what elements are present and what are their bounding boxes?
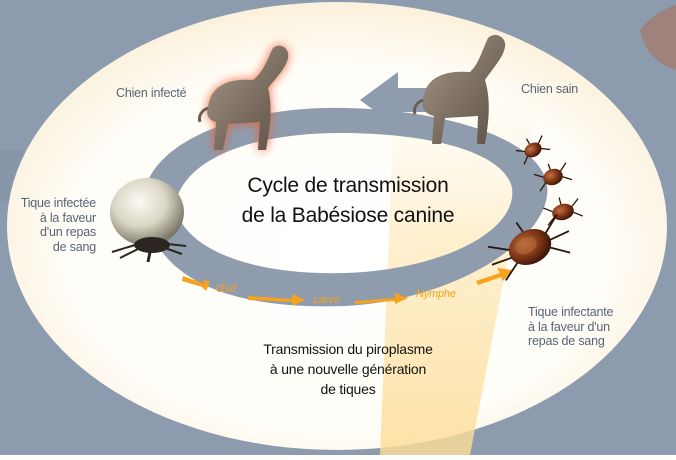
center-title-line: Cycle de transmission — [228, 171, 468, 201]
infecting-tick-line: Tique infectante — [528, 305, 613, 320]
infected-tick-line: de sang — [21, 240, 96, 255]
infecting-tick-line: repas de sang — [528, 334, 613, 349]
infecting-tick-label: Tique infectante à la faveur d'un repas … — [528, 305, 613, 349]
center-title-line: de la Babésiose canine — [228, 201, 468, 231]
infected-dog-label: Chien infecté — [116, 86, 186, 101]
infected-tick-line: Tique infectée — [21, 196, 96, 211]
bottom-text-line: à une nouvelle génération — [238, 359, 458, 379]
bottom-text-line: Transmission du piroplasme — [238, 339, 458, 359]
center-title: Cycle de transmission de la Babésiose ca… — [228, 171, 468, 231]
healthy-dog-label: Chien sain — [521, 82, 578, 97]
stage-label-egg: Œuf — [216, 283, 236, 295]
infected-tick-line: à la faveur — [21, 211, 96, 226]
stage-label-larva: Larve — [313, 294, 340, 306]
stage-label-nymph: Nymphe — [416, 288, 456, 300]
bottom-text-line: de tiques — [238, 379, 458, 399]
infecting-tick-line: à la faveur d'un — [528, 320, 613, 335]
infected-tick-line: d'un repas — [21, 225, 96, 240]
bottom-text: Transmission du piroplasme à une nouvell… — [238, 339, 458, 399]
infected-tick-label: Tique infectée à la faveur d'un repas de… — [21, 196, 96, 254]
